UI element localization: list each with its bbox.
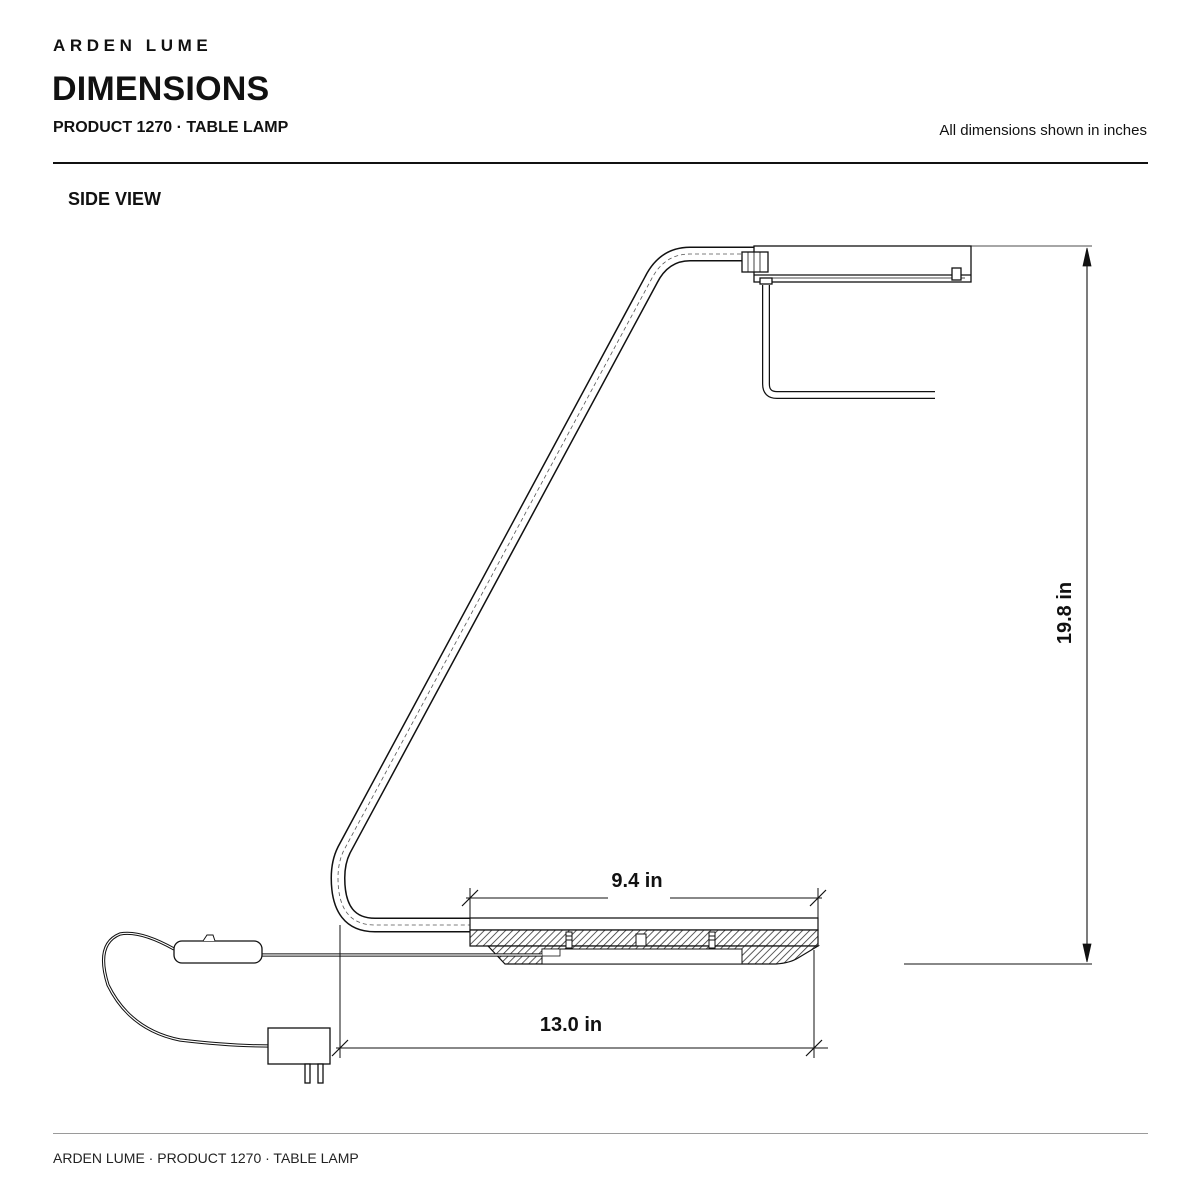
height-dimension [904, 245, 1092, 965]
overall-depth-dimension [331, 925, 828, 1058]
lamp-base [469, 917, 821, 965]
lamp-head [741, 245, 972, 285]
base-screw [565, 931, 573, 949]
brand-name: ARDEN LUME [53, 36, 213, 55]
lamp-handle [762, 285, 935, 399]
view-label: SIDE VIEW [68, 189, 162, 209]
lamp-arm [330, 246, 755, 933]
power-plug [267, 1027, 331, 1084]
page-title: DIMENSIONS [52, 70, 270, 108]
height-dimension-label: 19.8 in [1054, 582, 1076, 644]
power-cord [101, 931, 542, 1048]
product-subtitle: PRODUCT 1270 · TABLE LAMP [53, 119, 289, 136]
base-screw [708, 931, 716, 949]
overall-depth-label: 13.0 in [540, 1014, 602, 1036]
base-length-dimension [461, 888, 827, 920]
inline-switch [173, 934, 263, 964]
footer-text: ARDEN LUME · PRODUCT 1270 · TABLE LAMP [53, 1150, 359, 1166]
footer-divider [53, 1133, 1148, 1134]
units-note: All dimensions shown in inches [939, 122, 1147, 139]
header-divider [53, 162, 1148, 164]
base-length-label: 9.4 in [611, 870, 662, 892]
